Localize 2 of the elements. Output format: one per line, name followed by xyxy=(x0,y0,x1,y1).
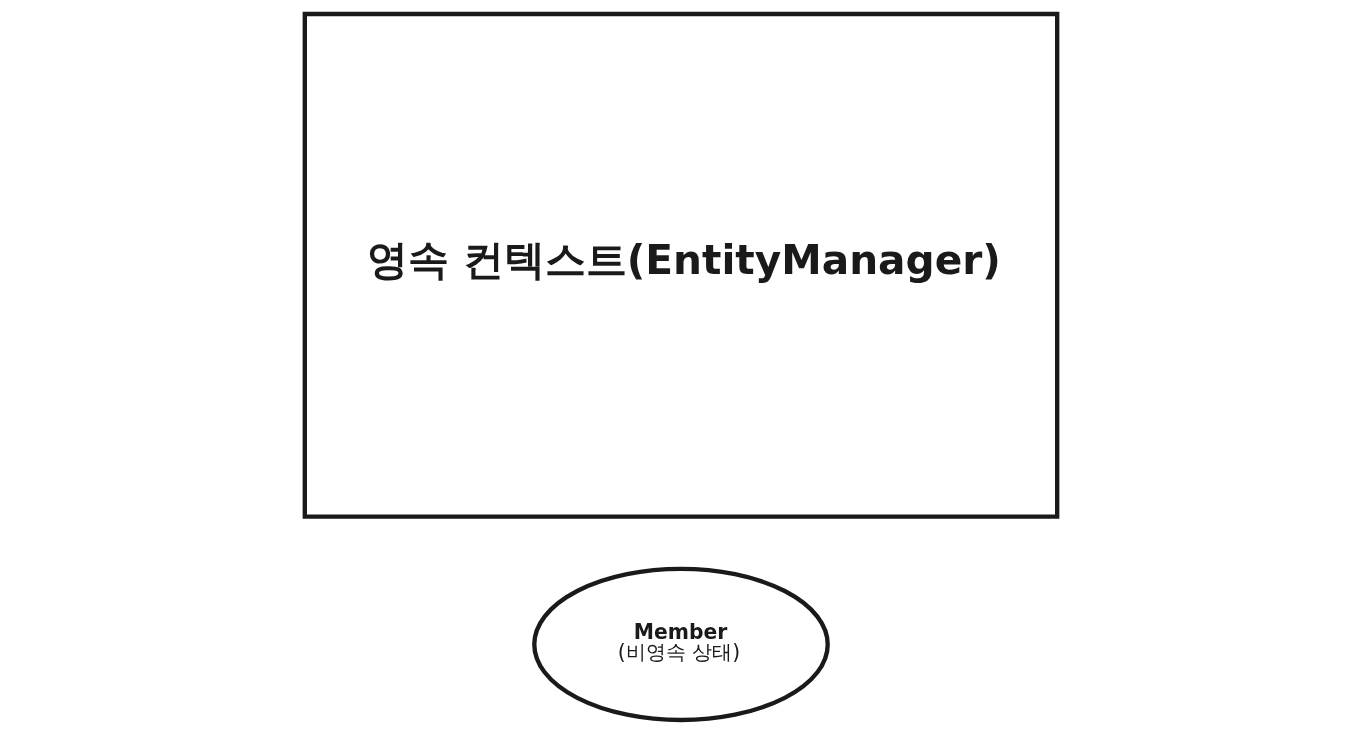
node-ellipse: Member (비영속 상태) xyxy=(531,566,830,723)
node-box: 영속 컨텍스트(EntityManager) xyxy=(302,11,1059,519)
